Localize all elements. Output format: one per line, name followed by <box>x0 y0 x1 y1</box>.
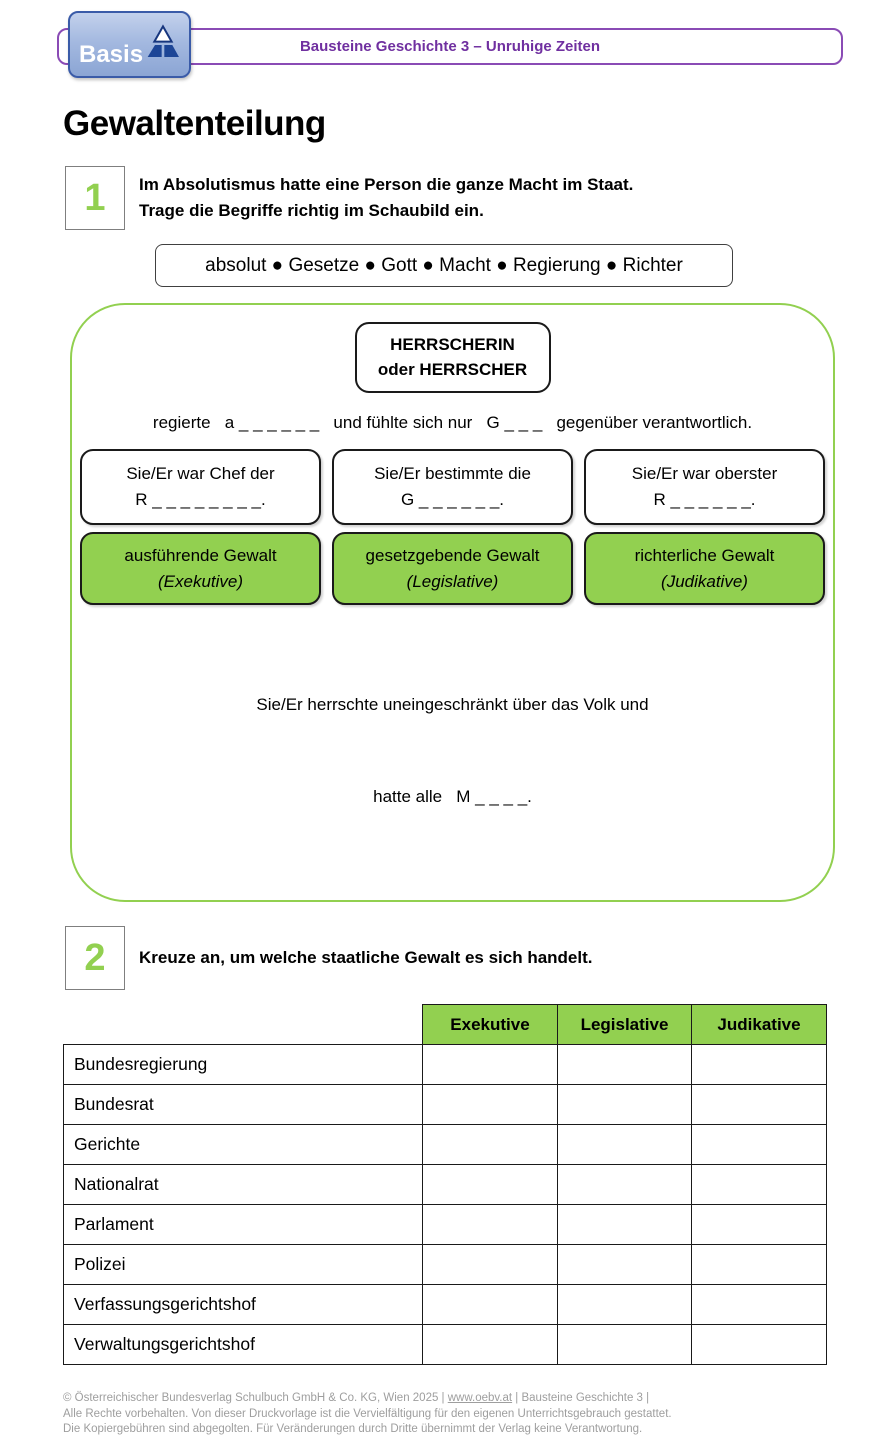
checkbox-cell[interactable] <box>691 1084 827 1126</box>
row-label: Gerichte <box>63 1124 423 1166</box>
diagram-columns: Sie/Er war Chef der R _ _ _ _ _ _ _ _. a… <box>72 449 833 606</box>
checkbox-cell[interactable] <box>422 1244 558 1286</box>
row-label: Parlament <box>63 1204 423 1246</box>
checkbox-cell[interactable] <box>557 1324 692 1366</box>
absolutism-diagram: HERRSCHERIN oder HERRSCHER regierte a _ … <box>70 303 835 903</box>
table-header-row: Exekutive Legislative Judikative <box>64 1004 827 1046</box>
table-row: Bundesrat <box>63 1084 827 1126</box>
diagram-sentence-2-line2: hatte alle M _ _ _ _. <box>373 787 532 807</box>
row-label: Bundesrat <box>63 1084 423 1126</box>
table-row: Polizei <box>63 1244 827 1286</box>
column-header-exekutive: Exekutive <box>422 1004 558 1046</box>
column-header-legislative: Legislative <box>557 1004 692 1046</box>
role-blank: G _ _ _ _ _ _. <box>400 490 504 510</box>
role-box: Sie/Er war Chef der R _ _ _ _ _ _ _ _. <box>80 449 321 526</box>
checkbox-cell[interactable] <box>422 1164 558 1206</box>
copyright-footer: © Österreichischer Bundesverlag Schulbuc… <box>63 1391 890 1438</box>
checkbox-cell[interactable] <box>422 1084 558 1126</box>
checkbox-cell[interactable] <box>422 1324 558 1366</box>
row-label: Bundesregierung <box>63 1044 423 1086</box>
footer-line1-suffix: | Bausteine Geschichte 3 | <box>512 1392 650 1405</box>
diagram-column-executive: Sie/Er war Chef der R _ _ _ _ _ _ _ _. a… <box>80 449 321 606</box>
table-row: Bundesregierung <box>63 1044 827 1086</box>
checkbox-cell[interactable] <box>691 1284 827 1326</box>
table-row: Gerichte <box>63 1124 827 1166</box>
checkbox-cell[interactable] <box>422 1044 558 1086</box>
checkbox-cell[interactable] <box>557 1084 692 1126</box>
checkbox-cell[interactable] <box>691 1164 827 1206</box>
footer-line3: Die Kopiergebühren sind abgegolten. Für … <box>63 1423 643 1436</box>
oebv-link[interactable]: www.oebv.at <box>447 1392 513 1405</box>
checkbox-cell[interactable] <box>557 1124 692 1166</box>
pyramid-icon <box>147 24 180 57</box>
power-name: ausführende Gewalt <box>124 546 277 566</box>
checkbox-cell[interactable] <box>691 1044 827 1086</box>
power-box: gesetzgebende Gewalt (Legislative) <box>332 532 573 606</box>
role-blank: R _ _ _ _ _ _. <box>653 490 756 510</box>
power-latin-name: (Exekutive) <box>157 571 244 591</box>
task-1-number: 1 <box>65 166 125 230</box>
table-row: Verwaltungsgerichtshof <box>63 1324 827 1366</box>
basis-logo-label: Basis <box>79 41 144 68</box>
power-name: richterliche Gewalt <box>634 546 775 566</box>
checkbox-cell[interactable] <box>691 1124 827 1166</box>
diagram-column-judicative: Sie/Er war oberster R _ _ _ _ _ _. richt… <box>584 449 825 606</box>
role-blank: R _ _ _ _ _ _ _ _. <box>135 490 266 510</box>
series-title: Bausteine Geschichte 3 – Unruhige Zeiten <box>299 38 601 55</box>
page-title: Gewaltenteilung <box>63 104 326 143</box>
diagram-sentence-1: regierte a _ _ _ _ _ _ und fühlte sich n… <box>152 413 753 433</box>
row-label: Polizei <box>63 1244 423 1286</box>
table-row: Nationalrat <box>63 1164 827 1206</box>
row-label: Verfassungsgerichtshof <box>63 1284 423 1326</box>
role-box: Sie/Er war oberster R _ _ _ _ _ _. <box>584 449 825 526</box>
checkbox-cell[interactable] <box>557 1044 692 1086</box>
task-1-instruction: Im Absolutismus hatte eine Person die ga… <box>139 172 633 225</box>
checkbox-cell[interactable] <box>422 1284 558 1326</box>
task-2: 2 Kreuze an, um welche staatliche Gewalt… <box>65 926 890 991</box>
power-box: ausführende Gewalt (Exekutive) <box>80 532 321 606</box>
diagram-sentence-2: Sie/Er herrschte uneingeschränkt über da… <box>72 629 833 874</box>
power-latin-name: (Legislative) <box>406 571 499 591</box>
column-header-judikative: Judikative <box>691 1004 827 1046</box>
checkbox-cell[interactable] <box>691 1244 827 1286</box>
checkbox-cell[interactable] <box>691 1324 827 1366</box>
checkbox-cell[interactable] <box>557 1244 692 1286</box>
ruler-line1: HERRSCHERIN <box>390 335 515 354</box>
task-2-instruction: Kreuze an, um welche staatliche Gewalt e… <box>139 947 593 967</box>
page-header: Bausteine Geschichte 3 – Unruhige Zeiten… <box>0 0 890 92</box>
footer-line1: © Österreichischer Bundesverlag Schulbuc… <box>63 1391 890 1407</box>
role-box: Sie/Er bestimmte die G _ _ _ _ _ _. <box>332 449 573 526</box>
ruler-line2: oder HERRSCHER <box>377 359 528 379</box>
basis-logo: Basis <box>68 11 191 78</box>
diagram-sentence-2-line1: Sie/Er herrschte uneingeschränkt über da… <box>256 695 649 715</box>
checkbox-cell[interactable] <box>422 1124 558 1166</box>
diagram-column-legislative: Sie/Er bestimmte die G _ _ _ _ _ _. gese… <box>332 449 573 606</box>
footer-line1-prefix: © Österreichischer Bundesverlag Schulbuc… <box>63 1392 448 1405</box>
task-1-instruction-line1: Im Absolutismus hatte eine Person die ga… <box>139 174 634 194</box>
checkbox-cell[interactable] <box>691 1204 827 1246</box>
checkbox-cell[interactable] <box>557 1164 692 1206</box>
footer-line2: Alle Rechte vorbehalten. Von dieser Druc… <box>63 1407 672 1420</box>
table-row: Parlament <box>63 1204 827 1246</box>
checkbox-cell[interactable] <box>422 1204 558 1246</box>
ruler-box: HERRSCHERIN oder HERRSCHER <box>354 322 551 394</box>
role-text: Sie/Er war Chef der <box>126 463 275 483</box>
powers-table: Exekutive Legislative Judikative Bundesr… <box>63 1004 827 1366</box>
power-name: gesetzgebende Gewalt <box>365 546 540 566</box>
word-bank: absolut ● Gesetze ● Gott ● Macht ● Regie… <box>155 244 733 287</box>
power-latin-name: (Judikative) <box>661 571 748 591</box>
task-1: 1 Im Absolutismus hatte eine Person die … <box>65 166 890 230</box>
power-box: richterliche Gewalt (Judikative) <box>584 532 825 606</box>
checkbox-cell[interactable] <box>557 1204 692 1246</box>
row-label: Nationalrat <box>63 1164 423 1206</box>
role-text: Sie/Er war oberster <box>631 463 778 483</box>
table-row: Verfassungsgerichtshof <box>63 1284 827 1326</box>
role-text: Sie/Er bestimmte die <box>374 463 531 483</box>
task-2-number: 2 <box>65 926 125 991</box>
table-corner-cell <box>64 1005 423 1045</box>
task-1-instruction-line2: Trage die Begriffe richtig im Schaubild … <box>139 201 484 220</box>
checkbox-cell[interactable] <box>557 1284 692 1326</box>
row-label: Verwaltungsgerichtshof <box>63 1324 423 1366</box>
